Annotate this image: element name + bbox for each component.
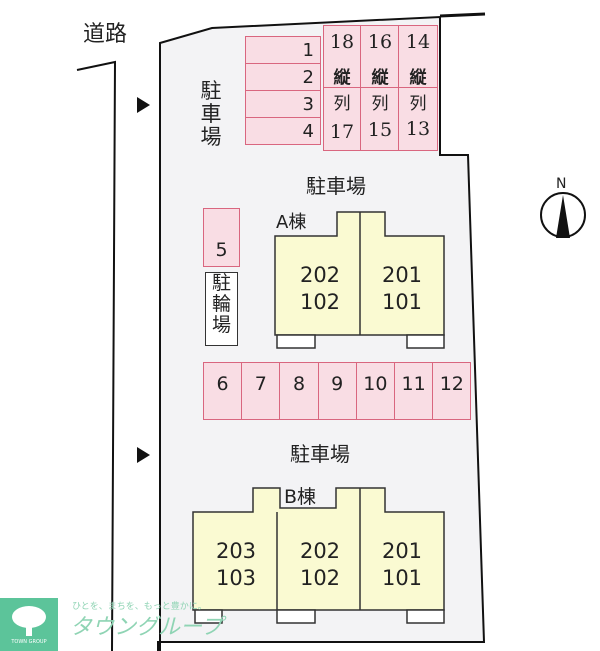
- parking-slot: 2: [245, 63, 321, 91]
- vertical-row-label: 縦: [409, 68, 427, 88]
- parking-slot: 11: [394, 362, 434, 420]
- bicycle-parking: 駐輪場: [205, 272, 238, 346]
- vertical-row-label: 縦: [371, 68, 389, 88]
- compass-icon: [540, 192, 586, 238]
- building-a-label: A棟: [276, 212, 307, 233]
- road-label: 道路: [83, 22, 128, 47]
- tandem-slot-top: 16: [367, 31, 393, 53]
- parking-label: 駐車場: [290, 442, 350, 466]
- tree-logo-icon: TOWN GROUP: [0, 598, 58, 651]
- parking-slot: 8: [279, 362, 319, 420]
- building-b-label: B棟: [284, 486, 317, 508]
- parking-slot: 4: [245, 117, 321, 145]
- vertical-row-label: 列: [409, 94, 427, 114]
- parking-slot: 1: [245, 36, 321, 64]
- tandem-slot-bottom: 17: [329, 121, 355, 143]
- entrance-arrow-icon: [137, 447, 150, 463]
- vertical-row-label: 列: [371, 94, 389, 114]
- parking-slot: 12: [432, 362, 472, 420]
- parking-slot: 3: [245, 90, 321, 118]
- parking-slot: 10: [355, 362, 395, 420]
- logo-name: タウングループ: [70, 615, 223, 640]
- parking-slot: 6: [203, 362, 243, 420]
- parking-slot: 7: [241, 362, 281, 420]
- tandem-slot-top: 14: [405, 31, 431, 53]
- parking-label: 駐車場: [306, 174, 366, 198]
- vertical-row-label: 縦: [333, 68, 351, 88]
- logo-tagline: ひとを、まちを、もっと豊かに。: [72, 602, 207, 612]
- vertical-row-label: 列: [333, 94, 351, 114]
- parking-slot: 5: [203, 208, 240, 267]
- tandem-slot-bottom: 15: [367, 119, 393, 141]
- north-label: N: [556, 176, 567, 192]
- tandem-parking-block: [323, 25, 438, 151]
- parking-slot: 9: [317, 362, 357, 420]
- tandem-slot-bottom: 13: [405, 118, 431, 140]
- tandem-slot-top: 18: [329, 31, 355, 53]
- parking-label-vertical: 駐車場: [200, 79, 222, 150]
- road-edge: [76, 60, 117, 651]
- entrance-arrow-icon: [137, 97, 150, 113]
